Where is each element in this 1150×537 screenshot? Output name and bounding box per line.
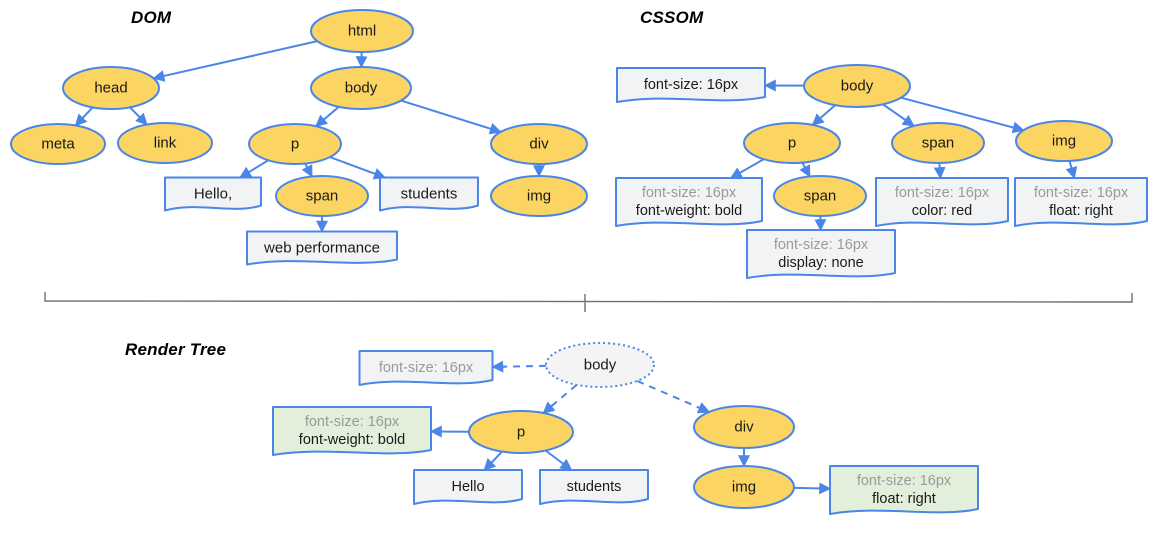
render_tree-node-div[interactable] <box>693 405 795 449</box>
render_tree-edge-img-to-b-float <box>793 482 832 495</box>
dom-edge-head-to-link <box>129 106 148 126</box>
cssom-edge-body-to-span2 <box>882 103 915 127</box>
cssom-node-b-float[interactable] <box>1014 177 1148 227</box>
render_tree-edge-body-to-b-fs <box>491 360 547 373</box>
dom-node-p[interactable] <box>248 123 342 165</box>
dom-node-hello-label: Hello, <box>193 185 233 203</box>
render_tree-node-body-label: body <box>583 356 617 374</box>
dom-node-body-label: body <box>344 79 378 97</box>
dom-edge-body-to-div <box>400 99 502 135</box>
cssom-node-b-none[interactable] <box>746 229 896 279</box>
dom-node-body[interactable] <box>310 66 412 110</box>
dom-edge-p-to-hello <box>239 159 269 179</box>
render_tree-node-div-label: div <box>734 418 754 436</box>
dom-node-students-label: students <box>400 185 458 203</box>
cssom-node-span1-label: span <box>803 187 837 205</box>
render_tree-node-hello-label: Hello <box>451 478 485 495</box>
render_tree-node-b-float[interactable] <box>829 465 979 515</box>
cssom-node-img-label: img <box>1051 132 1077 150</box>
render_tree-node-b-bold[interactable] <box>272 406 432 456</box>
render_tree-node-b-fs-label: font-size: 16px <box>378 359 474 376</box>
dom-node-html[interactable] <box>310 9 414 53</box>
render_tree-node-body[interactable] <box>545 342 655 388</box>
dom-node-p-label: p <box>290 135 300 153</box>
dom-node-span-label: span <box>305 187 339 205</box>
cssom-node-img[interactable] <box>1015 120 1113 162</box>
dom-node-students[interactable] <box>379 176 479 212</box>
cssom-edge-p-to-b-bold <box>729 158 765 179</box>
render_tree-node-students[interactable] <box>539 469 649 505</box>
cssom-node-p[interactable] <box>743 122 841 164</box>
dom-node-img[interactable] <box>490 175 588 217</box>
dom-edge-html-to-head <box>152 40 318 82</box>
dom-node-div[interactable] <box>490 123 588 165</box>
cssom-edge-body-to-img <box>900 96 1025 134</box>
cssom-node-b-red[interactable] <box>875 177 1009 227</box>
cssom-edge-body-to-p <box>811 104 836 126</box>
render_tree-edge-p-to-hello <box>483 450 503 471</box>
dom-node-link-label: link <box>153 134 177 152</box>
dom-node-webperf-label: web performance <box>264 239 380 257</box>
render_tree-node-img[interactable] <box>693 465 795 509</box>
section-title-dom: DOM <box>131 8 172 27</box>
dom-node-head-label: head <box>94 79 128 97</box>
dom-node-span[interactable] <box>275 175 369 217</box>
dom-node-html-label: html <box>347 22 377 40</box>
cssom-node-span2[interactable] <box>891 122 985 164</box>
section-title-cssom: CSSOM <box>640 8 704 27</box>
dom-node-webperf[interactable] <box>246 230 398 266</box>
dom-edge-p-to-span <box>301 163 313 178</box>
dom-node-meta-label: meta <box>41 135 75 153</box>
render_tree-edge-body-to-p <box>542 384 578 414</box>
render_tree-node-p-label: p <box>516 423 526 441</box>
cssom-node-p-label: p <box>787 134 797 152</box>
render_tree-node-b-fs[interactable] <box>358 350 494 386</box>
cssom-edge-p-to-span1 <box>799 162 811 178</box>
dom-node-div-label: div <box>529 135 549 153</box>
render_tree-node-img-label: img <box>731 478 757 496</box>
dom-edge-head-to-meta <box>74 106 94 127</box>
cssom-node-body[interactable] <box>803 64 911 108</box>
cssom-edge-img-to-b-float <box>1065 160 1078 180</box>
section-divider-bracket <box>44 292 1133 312</box>
dom-node-img-label: img <box>526 187 552 205</box>
dom-node-hello[interactable] <box>164 176 262 212</box>
cssom-node-body-label: body <box>840 77 874 95</box>
cssom-node-b-fs[interactable] <box>616 67 766 103</box>
section-title-render-tree: Render Tree <box>125 340 227 359</box>
cssom-node-span2-label: span <box>921 134 955 152</box>
dom-edge-p-to-students <box>329 156 386 180</box>
cssom-edge-span2-to-b-red <box>933 162 946 180</box>
render_tree-node-students-label: students <box>566 478 622 495</box>
dom-node-meta[interactable] <box>10 123 106 165</box>
render_tree-edge-body-to-div <box>636 380 711 414</box>
dom-node-head[interactable] <box>62 66 160 110</box>
dom-node-link[interactable] <box>117 122 213 164</box>
cssom-node-b-bold[interactable] <box>615 177 763 227</box>
render_tree-node-hello[interactable] <box>413 469 523 505</box>
render_tree-node-p[interactable] <box>468 410 574 454</box>
cssom-node-b-fs-label: font-size: 16px <box>643 76 739 93</box>
dom-edge-body-to-p <box>315 106 340 127</box>
render_tree-edge-p-to-students <box>544 449 573 471</box>
cssom-node-span1[interactable] <box>773 175 867 217</box>
